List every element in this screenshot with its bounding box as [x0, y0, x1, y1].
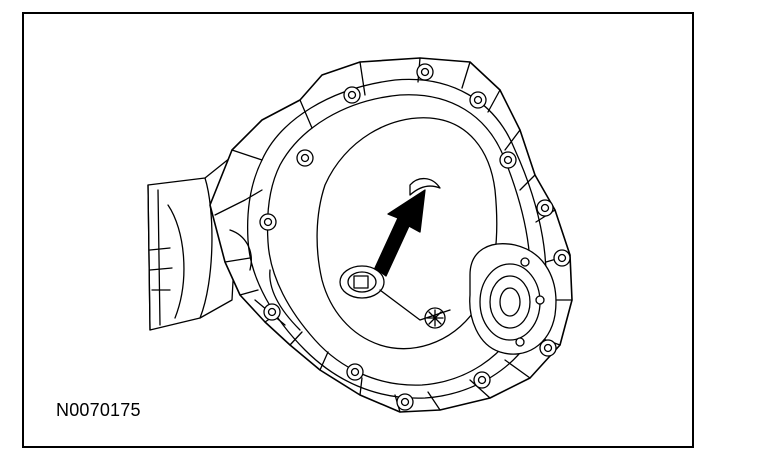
cast-features [379, 177, 451, 329]
output-flange [469, 243, 557, 355]
fill-plug [339, 265, 385, 299]
cover-bolts [259, 63, 571, 411]
pointer-arrow-icon [374, 189, 426, 277]
figure-id-label: N0070175 [56, 400, 141, 420]
